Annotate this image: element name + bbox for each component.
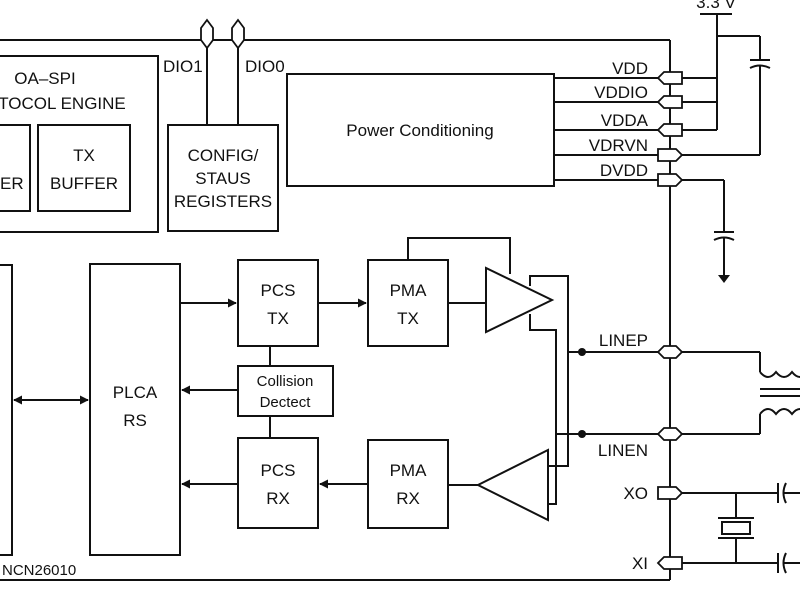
pcs-rx-label-line2: RX xyxy=(266,489,290,508)
vdd-pin-icon xyxy=(656,71,683,85)
pma-rx-block: PMA RX xyxy=(367,439,449,529)
vdda-label: VDDA xyxy=(601,111,649,130)
collision-label-line1: Collision xyxy=(257,373,314,390)
dvdd-label: DVDD xyxy=(600,161,648,180)
linen-label: LINEN xyxy=(598,441,648,460)
vdda-pin-icon xyxy=(656,123,683,137)
plca-rs-block: PLCA RS xyxy=(89,263,181,556)
pcs-tx-label-line1: PCS xyxy=(261,281,296,300)
power-conditioning-block: Power Conditioning xyxy=(286,73,555,187)
ground-icon xyxy=(718,275,730,283)
pcs-rx-block: PCS RX xyxy=(237,437,319,529)
power-conditioning-label: Power Conditioning xyxy=(346,121,493,140)
plca-label-line2: RS xyxy=(123,411,147,430)
dio1-label: DIO1 xyxy=(163,57,203,76)
vddio-label: VDDIO xyxy=(594,83,648,102)
xi-label: XI xyxy=(632,554,648,573)
dio0-label: DIO0 xyxy=(245,57,285,76)
xi-pin-icon xyxy=(656,556,683,570)
config-label-line2: STAUS xyxy=(195,169,250,188)
supply-network: 3.3 V xyxy=(682,0,771,283)
pma-rx-label-line1: PMA xyxy=(390,461,428,480)
rx-receiver-amplifier-icon xyxy=(475,448,549,522)
chip-part-number: NCN26010 xyxy=(2,562,76,579)
tx-buffer-label-line2: BUFFER xyxy=(50,174,118,193)
config-status-registers-block: CONFIG/ STAUS REGISTERS xyxy=(167,124,279,232)
collision-label-line2: Dectect xyxy=(260,394,312,411)
plca-label-line1: PLCA xyxy=(113,383,158,402)
line-pins: LINEP LINEN xyxy=(578,331,761,460)
linen-pin-icon xyxy=(656,427,684,441)
rx-buffer-label: ER xyxy=(0,174,24,193)
vdrvn-label: VDRVN xyxy=(589,136,648,155)
pcs-tx-label-line2: TX xyxy=(267,309,289,328)
pma-rx-label-line2: RX xyxy=(396,489,420,508)
vdd-label: VDD xyxy=(612,59,648,78)
linep-label: LINEP xyxy=(599,331,648,350)
mac-interface-block xyxy=(0,264,13,556)
pcs-rx-label-line1: PCS xyxy=(261,461,296,480)
transformer-icon xyxy=(759,370,800,416)
xo-label: XO xyxy=(623,484,648,503)
xo-pin-icon xyxy=(657,486,684,500)
pma-tx-label-line2: TX xyxy=(397,309,419,328)
dvdd-pin-icon xyxy=(657,173,684,187)
tx-buffer-block: TX BUFFER xyxy=(37,124,131,212)
tx-buffer-label-line1: TX xyxy=(73,146,95,165)
dio-pins: DIO1 DIO0 xyxy=(163,18,285,125)
crystal-pins: XO XI xyxy=(623,482,800,574)
supply-voltage-label: 3.3 V xyxy=(696,0,736,12)
crystal-icon xyxy=(721,521,751,535)
oa-spi-label-line2: TOCOL ENGINE xyxy=(0,94,126,113)
linep-pin-icon xyxy=(656,345,684,359)
collision-detect-block: Collision Dectect xyxy=(237,365,334,417)
config-label-line3: REGISTERS xyxy=(174,192,272,211)
pma-tx-label-line1: PMA xyxy=(390,281,428,300)
dio0-pin-icon xyxy=(231,18,245,50)
pma-tx-block: PMA TX xyxy=(367,259,449,347)
config-label-line1: CONFIG/ xyxy=(188,146,259,165)
vddio-pin-icon xyxy=(656,95,683,109)
rx-buffer-block: ER xyxy=(0,124,31,212)
oa-spi-protocol-engine-block: OA–SPI TOCOL ENGINE xyxy=(0,55,159,233)
oa-spi-label-line1: OA–SPI xyxy=(14,69,75,88)
pcs-tx-block: PCS TX xyxy=(237,259,319,347)
vdrvn-pin-icon xyxy=(657,148,684,162)
tx-driver-amplifier-icon xyxy=(485,266,555,334)
power-rails: VDD VDDIO VDDA VDRVN DVDD xyxy=(554,59,684,187)
dio1-pin-icon xyxy=(200,18,214,50)
